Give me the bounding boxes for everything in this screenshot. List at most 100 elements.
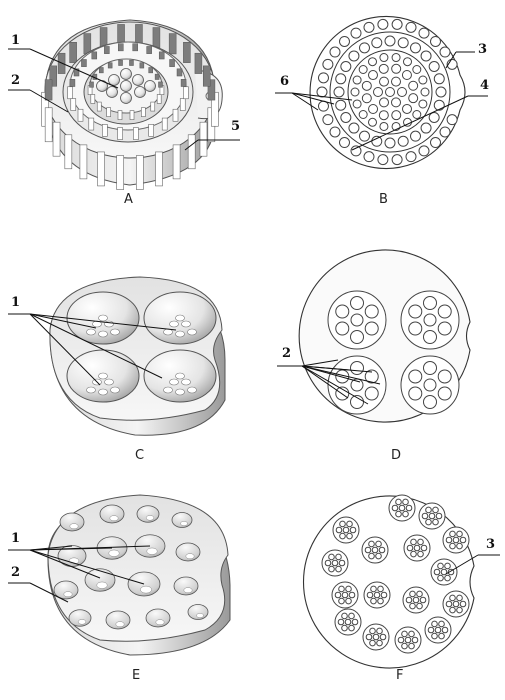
flower-petal — [365, 633, 373, 641]
slot — [156, 94, 162, 104]
hole — [338, 137, 350, 149]
hole — [352, 99, 362, 109]
flower-petal — [437, 562, 444, 570]
hole — [363, 151, 375, 163]
hole — [430, 137, 442, 149]
cluster-hole — [364, 304, 379, 319]
hole — [397, 135, 409, 147]
flower-petal — [346, 532, 353, 540]
cluster-hole — [350, 361, 364, 375]
flower-petal — [401, 630, 408, 638]
slot — [88, 117, 95, 131]
panel-f-label: F — [396, 668, 403, 683]
panel-a-body — [41, 19, 223, 190]
hole — [391, 53, 401, 63]
flower-petal — [425, 518, 432, 526]
hole — [385, 87, 395, 97]
core-hole — [108, 74, 120, 86]
hole — [433, 73, 445, 85]
hole — [428, 112, 440, 123]
hole — [418, 75, 428, 85]
cluster-hole — [364, 321, 379, 336]
hole — [350, 145, 362, 157]
cluster-hole — [335, 321, 350, 336]
flower-petal — [412, 596, 420, 604]
panel-e-leaders — [8, 545, 151, 603]
panel-a-inner-slots — [87, 59, 165, 120]
slot-back — [135, 24, 143, 46]
flower-petal — [441, 626, 449, 634]
panel-c: 1 C — [8, 276, 226, 463]
flower-petal — [338, 585, 345, 593]
hole — [378, 110, 389, 121]
flower-petal — [370, 597, 377, 605]
flower-petal — [449, 530, 456, 538]
core-hole — [120, 92, 132, 104]
panel-a-callout-1: 1 — [11, 33, 20, 48]
flower-petal — [351, 618, 359, 626]
slot-back — [118, 59, 123, 66]
flower-petal — [335, 526, 343, 534]
hole — [348, 50, 360, 62]
pocket-hole — [86, 386, 96, 394]
hole — [391, 154, 403, 166]
flower-petal — [440, 568, 448, 576]
cluster-hole — [408, 304, 423, 319]
flower-petal — [449, 542, 456, 550]
slot-back — [169, 59, 175, 67]
hole — [350, 27, 362, 39]
core-hole — [144, 80, 156, 92]
flower-petal — [339, 520, 346, 528]
panel-d-callout-2: 2 — [282, 346, 291, 361]
well-hole — [69, 523, 79, 530]
well-hole — [140, 585, 152, 594]
slot-back — [139, 62, 145, 69]
slot-back — [44, 79, 53, 101]
hole — [340, 112, 352, 123]
panel-a-core-holes — [96, 68, 156, 104]
hole — [348, 122, 360, 134]
hole — [401, 69, 412, 80]
well-hole — [185, 553, 195, 560]
panel-a-outer-slots — [41, 24, 219, 190]
flower-petal — [432, 506, 439, 514]
flower-petal — [406, 544, 414, 552]
slot — [117, 110, 123, 120]
flower-petal — [324, 559, 332, 567]
panel-b-callout-3: 3 — [478, 42, 487, 57]
hole — [420, 50, 432, 62]
flower-petal — [456, 606, 463, 614]
slot-back — [158, 81, 163, 88]
flower-petal — [376, 639, 383, 647]
panel-a: 1 2 5 A — [8, 19, 240, 207]
slot-back — [69, 41, 77, 63]
pocket-hole — [181, 378, 191, 386]
slot-back — [81, 59, 87, 67]
hole — [352, 75, 362, 85]
hole — [408, 93, 419, 104]
flower-petal — [402, 510, 409, 518]
flower-petal — [348, 612, 355, 620]
pocket-hole — [104, 378, 114, 386]
panel-f: 3 F — [302, 494, 500, 683]
panel-e-label: E — [132, 668, 140, 683]
hole — [371, 135, 383, 147]
slot-back — [148, 67, 153, 74]
slot-back — [107, 62, 113, 69]
flower-petal — [348, 591, 356, 599]
hole — [418, 27, 430, 39]
slot — [150, 101, 156, 112]
slot-back — [183, 41, 191, 63]
flower-petal — [444, 562, 451, 570]
flower-petal — [401, 642, 408, 650]
flower-petal — [416, 590, 423, 598]
hole — [358, 109, 368, 119]
flower-petal — [421, 512, 429, 520]
hole — [391, 18, 403, 30]
slot — [79, 144, 88, 180]
flower-petal — [405, 504, 413, 512]
hole — [402, 103, 413, 114]
flower-petal — [373, 591, 381, 599]
pocket-hole — [110, 386, 120, 394]
well-hole — [183, 587, 193, 594]
